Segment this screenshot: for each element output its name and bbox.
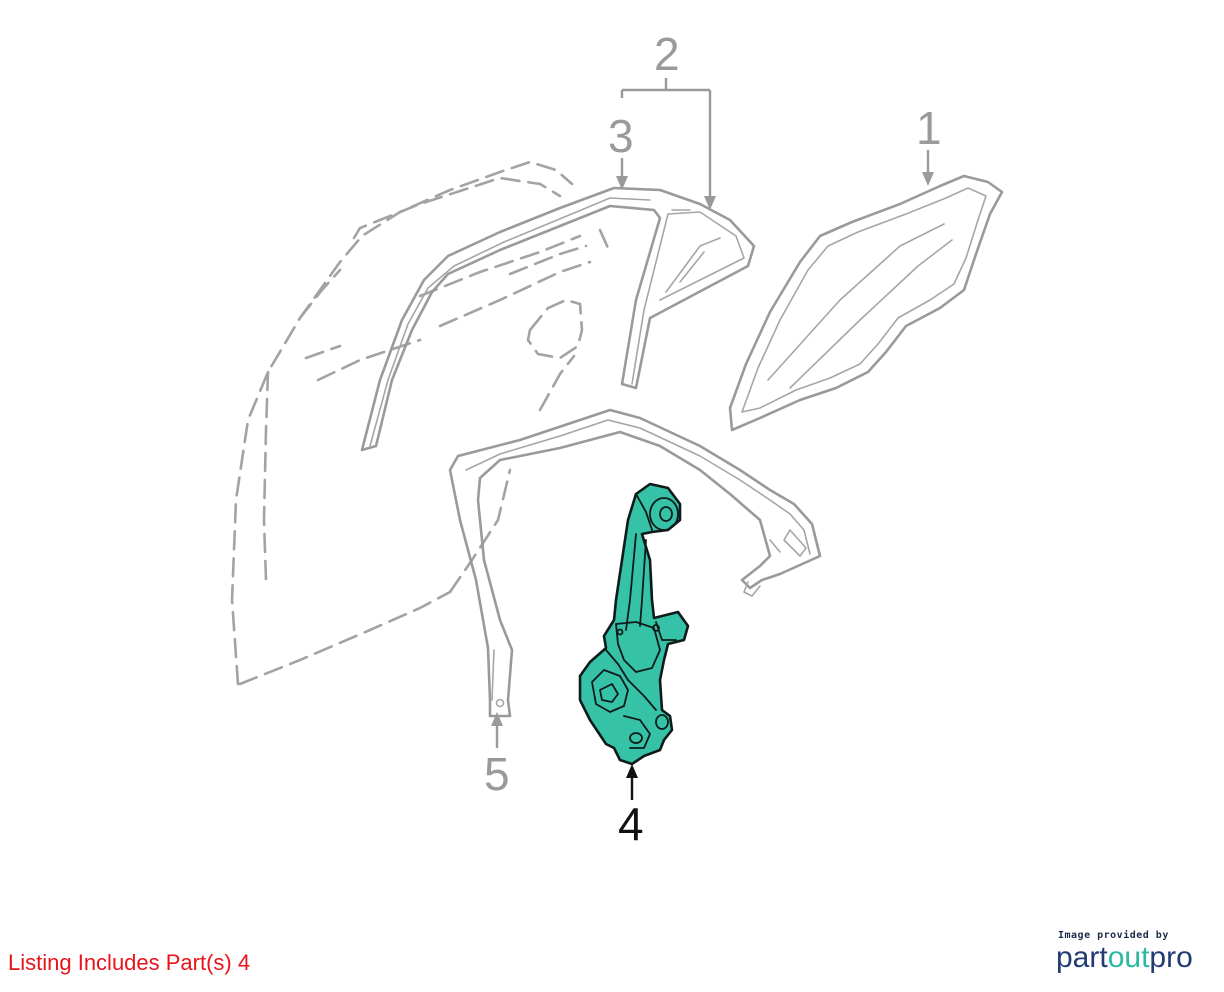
door-shell-outline: [230, 160, 610, 686]
callout-2-label: 2: [654, 28, 680, 80]
logo-out: out: [1107, 941, 1150, 974]
part-5-lower-channel: [448, 408, 822, 718]
image-provider-logo: Image provided by partoutpro: [1056, 930, 1206, 973]
logo-pro: pro: [1149, 941, 1193, 974]
logo-part: part: [1056, 941, 1108, 974]
listing-includes-text: Listing Includes Part(s) 4: [8, 950, 251, 975]
callout-3-label: 3: [608, 110, 634, 162]
callout-4-label: 4: [618, 798, 644, 850]
part-4-window-regulator: [578, 482, 690, 766]
callout-1-label: 1: [916, 102, 942, 154]
callout-5-label: 5: [484, 748, 510, 800]
provider-caption: Image provided by: [1058, 930, 1169, 941]
part-3-window-channel: [360, 186, 756, 452]
partoutpro-logo: partoutpro: [1056, 943, 1206, 973]
part-1-door-glass: [728, 174, 1004, 432]
callout-leaders: [491, 78, 934, 800]
